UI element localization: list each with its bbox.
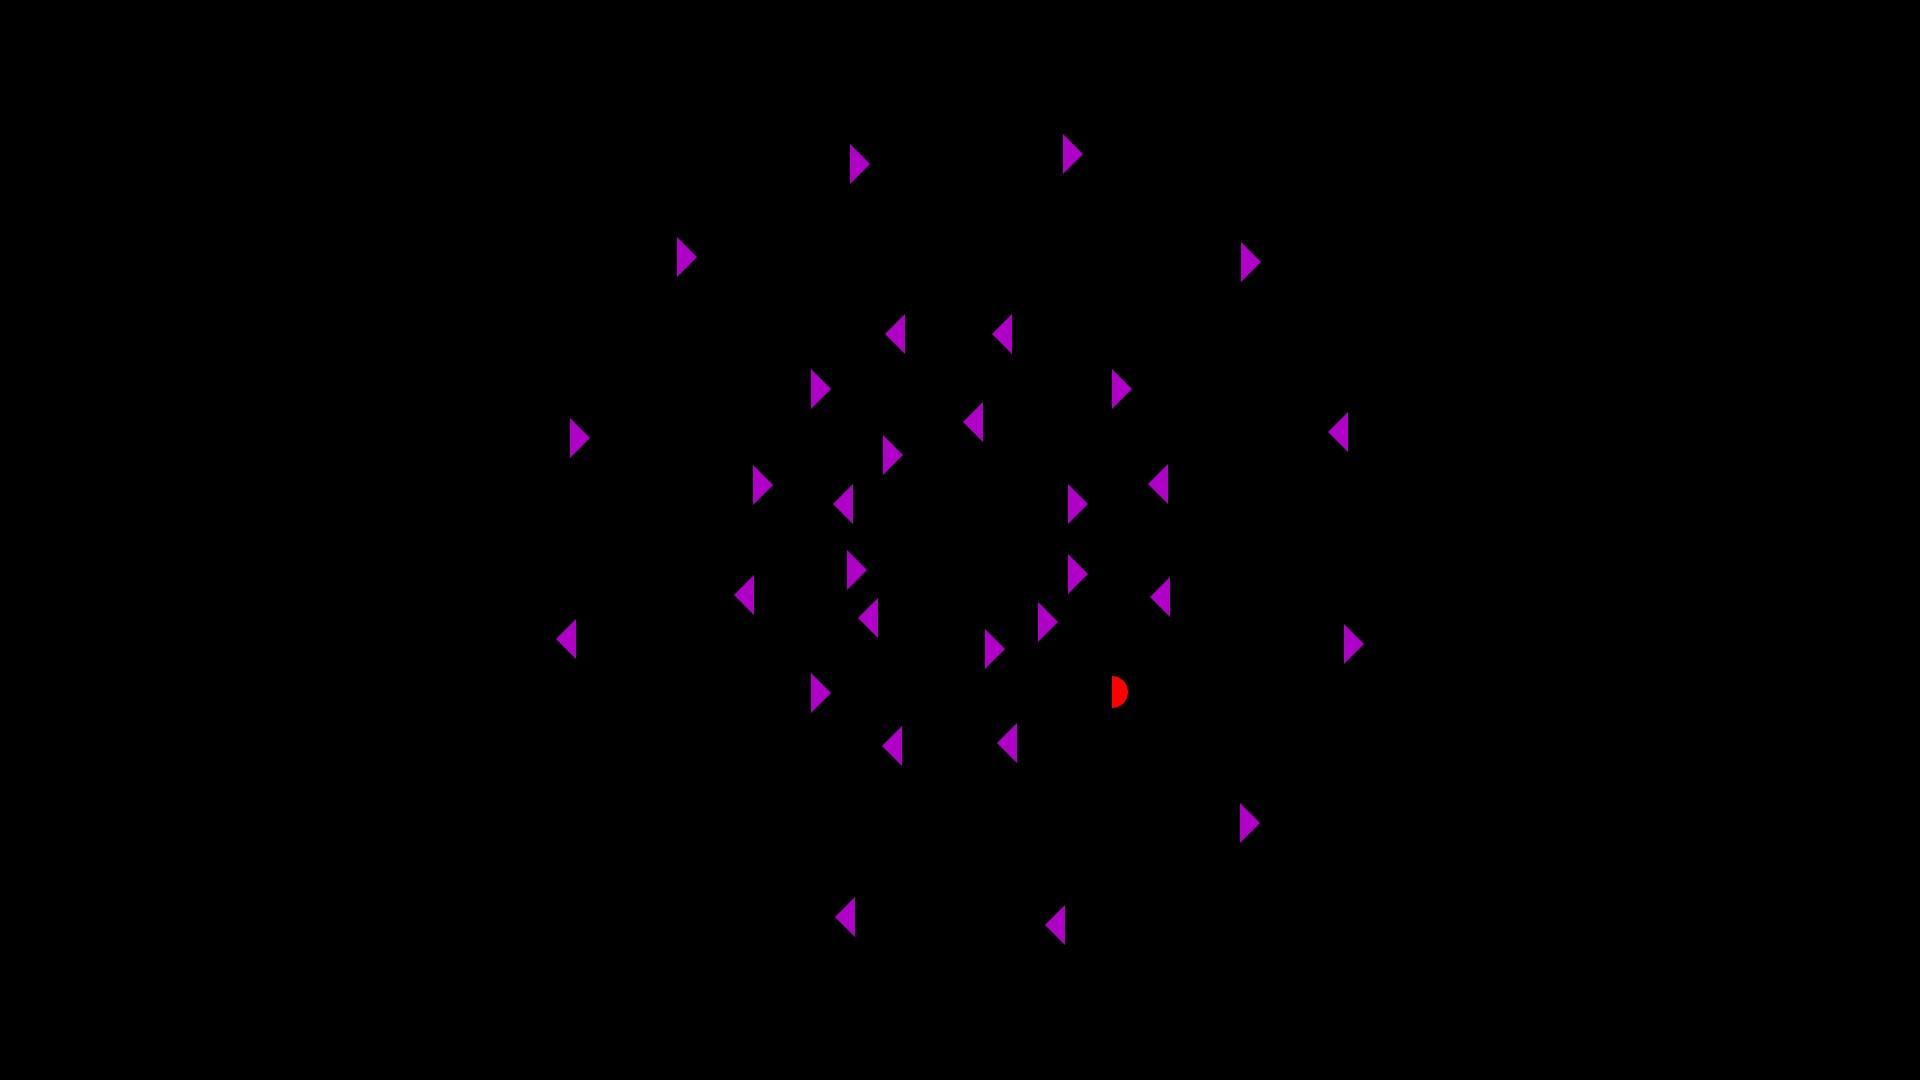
target-triangle-right [570, 418, 590, 458]
target-triangle-left [1150, 577, 1170, 617]
target-triangle-left [997, 723, 1017, 763]
target-triangle-right [1240, 803, 1260, 843]
target-triangle-left [992, 314, 1012, 354]
target-triangle-right [1068, 554, 1088, 594]
target-triangle-left [882, 726, 902, 766]
target-triangle-left [835, 897, 855, 937]
target-triangle-left [734, 575, 754, 615]
target-triangle-left [833, 484, 853, 524]
target-triangle-left [858, 598, 878, 638]
target-triangle-right [883, 435, 903, 475]
target-triangle-left [556, 619, 576, 659]
player-half-disc [1112, 676, 1128, 708]
target-triangle-right [847, 550, 867, 590]
target-triangle-left [1328, 412, 1348, 452]
target-triangle-right [850, 144, 870, 184]
target-triangle-left [885, 314, 905, 354]
target-triangle-right [1063, 134, 1083, 174]
target-triangle-right [753, 465, 773, 505]
target-triangle-right [985, 629, 1005, 669]
targets-layer [556, 134, 1364, 945]
target-triangle-right [1068, 484, 1088, 524]
target-triangle-right [677, 237, 697, 277]
target-triangle-left [1148, 464, 1168, 504]
player-layer [1112, 676, 1128, 708]
target-triangle-right [811, 673, 831, 713]
target-triangle-left [963, 402, 983, 442]
target-triangle-right [1241, 242, 1261, 282]
target-triangle-right [1344, 624, 1364, 664]
target-triangle-right [1112, 369, 1132, 409]
target-triangle-left [1045, 905, 1065, 945]
target-triangle-right [1038, 602, 1058, 642]
target-triangle-right [811, 369, 831, 409]
